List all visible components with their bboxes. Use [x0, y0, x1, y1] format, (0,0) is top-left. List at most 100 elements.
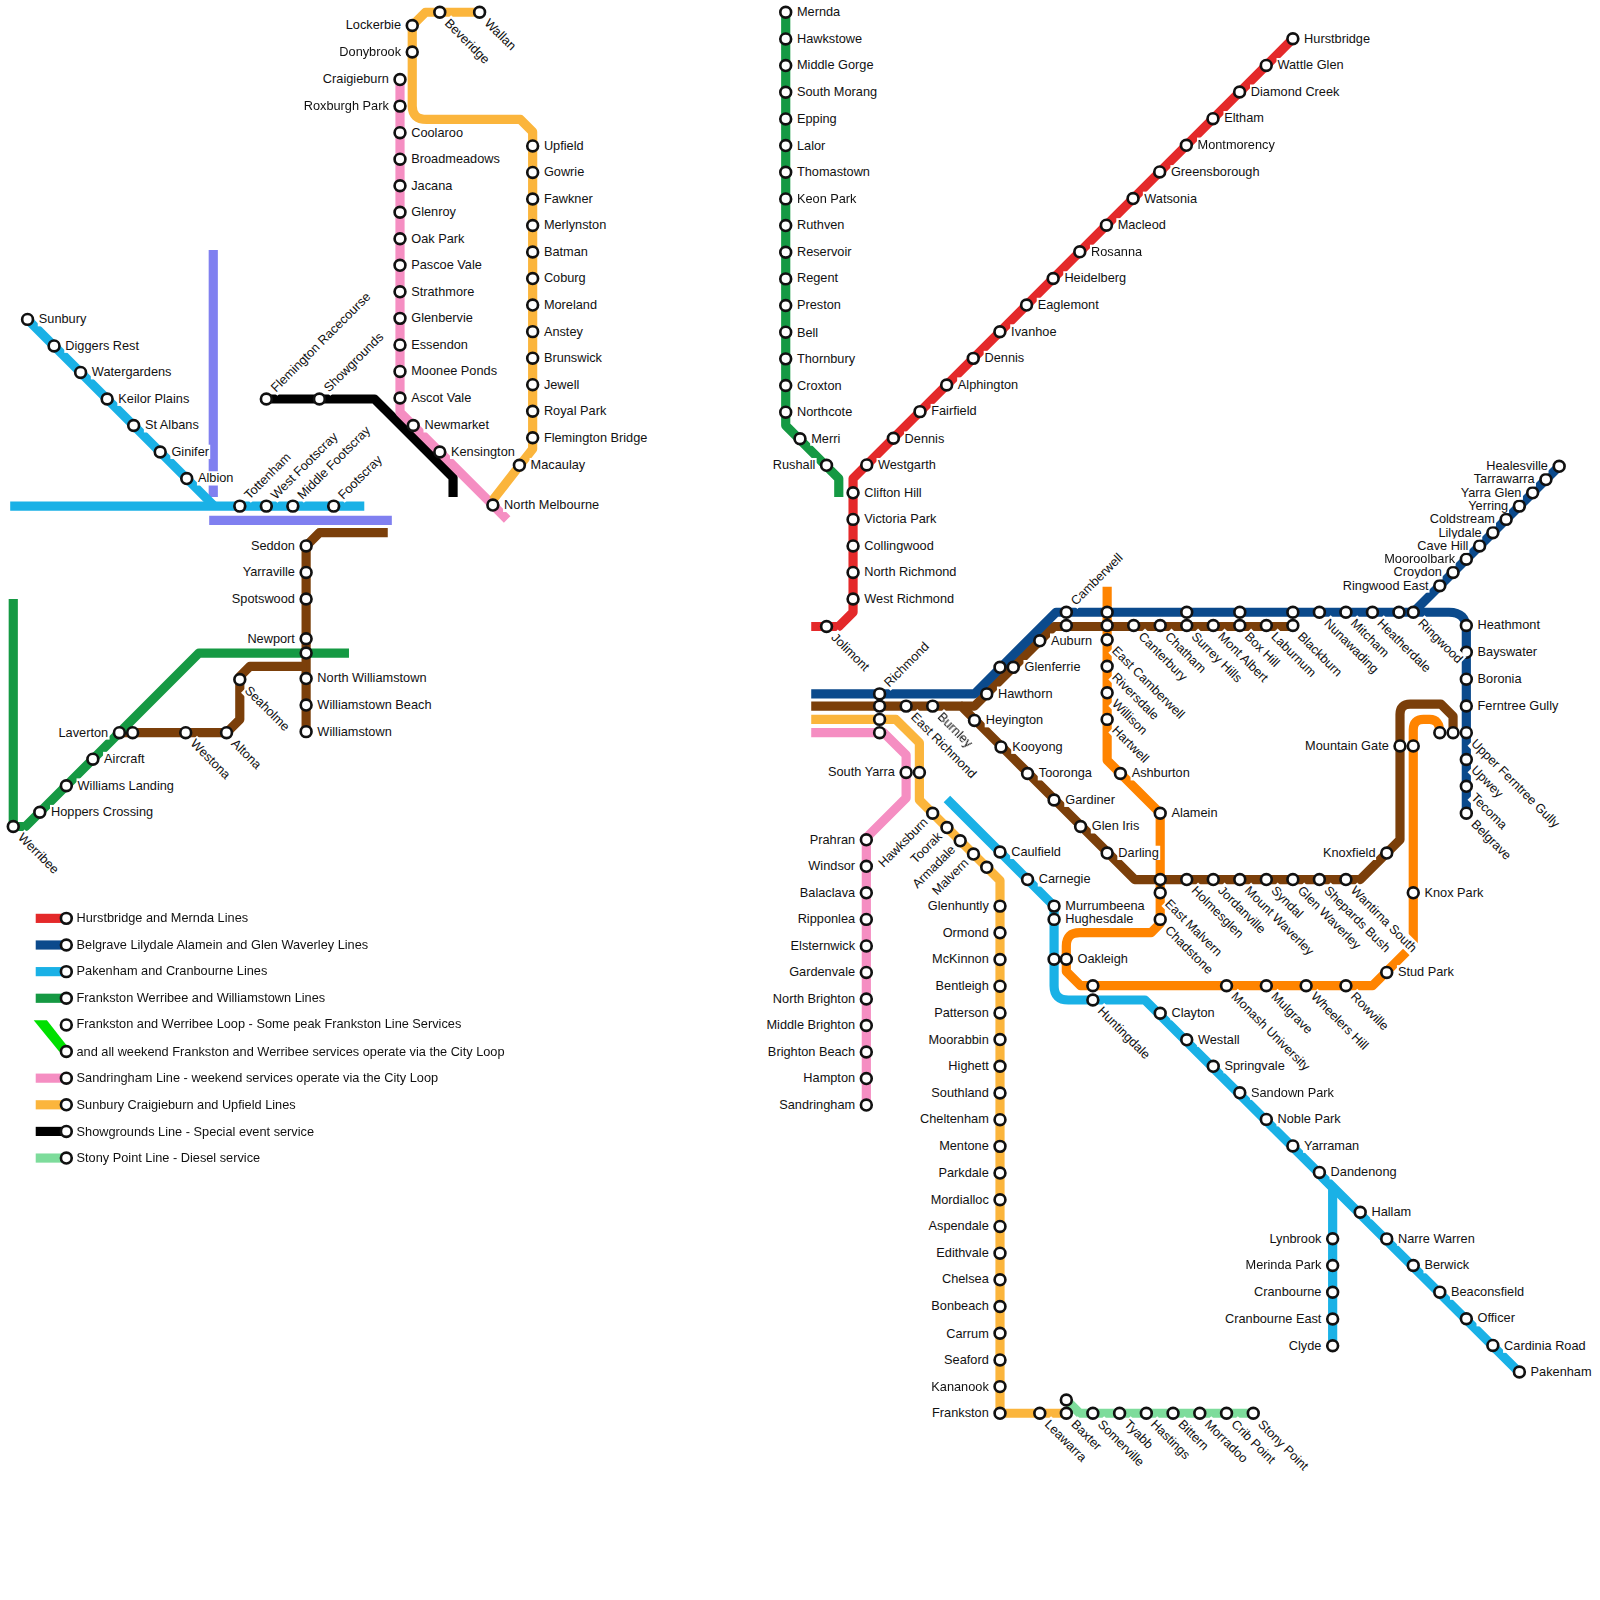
station-marker — [1408, 1260, 1419, 1271]
station-marker — [155, 447, 166, 458]
station-marker — [1261, 980, 1272, 991]
station-marker — [1434, 727, 1445, 738]
station-name: Moreland — [543, 298, 598, 313]
station-name: Lynbrook — [1268, 1231, 1322, 1246]
station-marker — [395, 260, 406, 271]
station-name: Ringwood East — [1342, 578, 1430, 593]
station-marker — [780, 353, 791, 364]
station-marker — [995, 901, 1006, 912]
station-name: Flemington Racecourse — [267, 289, 374, 396]
station-name: Cheltenham — [919, 1112, 990, 1127]
station-name: Jolimont — [827, 630, 872, 675]
station-marker — [234, 674, 245, 685]
station-name: Thornbury — [796, 352, 856, 367]
station-name: Craigieburn — [322, 72, 390, 87]
station-marker — [942, 822, 953, 833]
station-name: Rushall — [772, 458, 817, 473]
station-marker — [395, 366, 406, 377]
station-name: Officer — [1477, 1311, 1516, 1326]
station-marker — [1034, 635, 1045, 646]
station-marker — [87, 754, 98, 765]
station-marker — [407, 47, 418, 58]
station-name: Boronia — [1477, 672, 1523, 687]
station-marker — [1461, 674, 1472, 685]
station-marker — [181, 473, 192, 484]
station-marker — [1181, 874, 1192, 885]
station-marker — [874, 714, 885, 725]
station-marker — [1408, 741, 1419, 752]
station-name: Noble Park — [1277, 1112, 1342, 1127]
station-marker — [996, 742, 1007, 753]
station-marker — [1461, 808, 1472, 819]
station-name: Glen Iris — [1091, 819, 1141, 834]
station-name: Hawkstowe — [796, 32, 863, 47]
station-name: Aircraft — [103, 752, 145, 767]
station-marker — [1155, 914, 1166, 925]
station-marker — [1341, 874, 1352, 885]
station-name: Auburn — [1050, 633, 1093, 648]
station-marker — [1301, 980, 1312, 991]
station-marker — [995, 1408, 1006, 1419]
station-marker — [861, 914, 872, 925]
station-marker — [1208, 874, 1219, 885]
station-marker — [75, 367, 86, 378]
rail-line — [209, 250, 218, 497]
rail-line — [1413, 466, 1559, 612]
rail-line — [811, 719, 1066, 1413]
station-marker — [995, 927, 1006, 938]
station-marker — [1461, 781, 1472, 792]
station-marker — [287, 501, 298, 512]
station-name: St Albans — [144, 418, 200, 433]
station-name: Heathmont — [1477, 618, 1541, 633]
station-name: Macleod — [1117, 218, 1167, 233]
station-marker — [1221, 980, 1232, 991]
station-marker — [780, 380, 791, 391]
station-marker — [1154, 167, 1165, 178]
station-marker — [395, 313, 406, 324]
station-marker — [995, 662, 1006, 673]
rail-line — [28, 319, 215, 506]
station-marker — [821, 460, 832, 471]
station-name: Williams Landing — [77, 778, 175, 793]
station-marker — [795, 433, 806, 444]
station-name: Gowrie — [543, 165, 585, 180]
station-marker — [1234, 87, 1245, 98]
station-name: Sandown Park — [1250, 1086, 1335, 1101]
station-name: Epping — [796, 112, 838, 127]
station-marker — [1527, 487, 1538, 498]
station-name: Ascot Vale — [410, 391, 472, 406]
station-marker — [1061, 1408, 1072, 1419]
station-marker — [1408, 887, 1419, 898]
station-marker — [8, 821, 19, 832]
station-marker — [874, 688, 885, 699]
station-name: Stud Park — [1397, 965, 1455, 980]
station-marker — [474, 7, 485, 18]
station-marker — [234, 501, 245, 512]
station-marker — [301, 594, 312, 605]
station-name: Yarraville — [242, 565, 296, 580]
station-marker — [1208, 620, 1219, 631]
station-marker — [407, 20, 418, 31]
station-marker — [1341, 980, 1352, 991]
station-marker — [1234, 620, 1245, 631]
station-marker — [1168, 1408, 1179, 1419]
station-name: West Richmond — [863, 592, 955, 607]
station-name: Newport — [246, 631, 296, 646]
station-marker — [527, 406, 538, 417]
station-marker — [261, 501, 272, 512]
station-marker — [1434, 1287, 1445, 1298]
station-marker — [780, 193, 791, 204]
station-marker — [1287, 33, 1298, 44]
station-name: North Melbourne — [503, 498, 600, 513]
station-marker — [995, 1114, 1006, 1125]
station-name: Glenroy — [410, 205, 457, 220]
station-marker — [1155, 887, 1166, 898]
station-name: Preston — [796, 298, 842, 313]
station-name: Ruthven — [796, 218, 846, 233]
station-marker — [1087, 995, 1098, 1006]
station-marker — [395, 74, 406, 85]
station-name: Middle Gorge — [796, 58, 875, 73]
station-name: Southland — [930, 1086, 990, 1101]
legend-text: Hurstbridge and Mernda Lines — [77, 911, 249, 926]
station-name: Cardinia Road — [1503, 1338, 1587, 1353]
